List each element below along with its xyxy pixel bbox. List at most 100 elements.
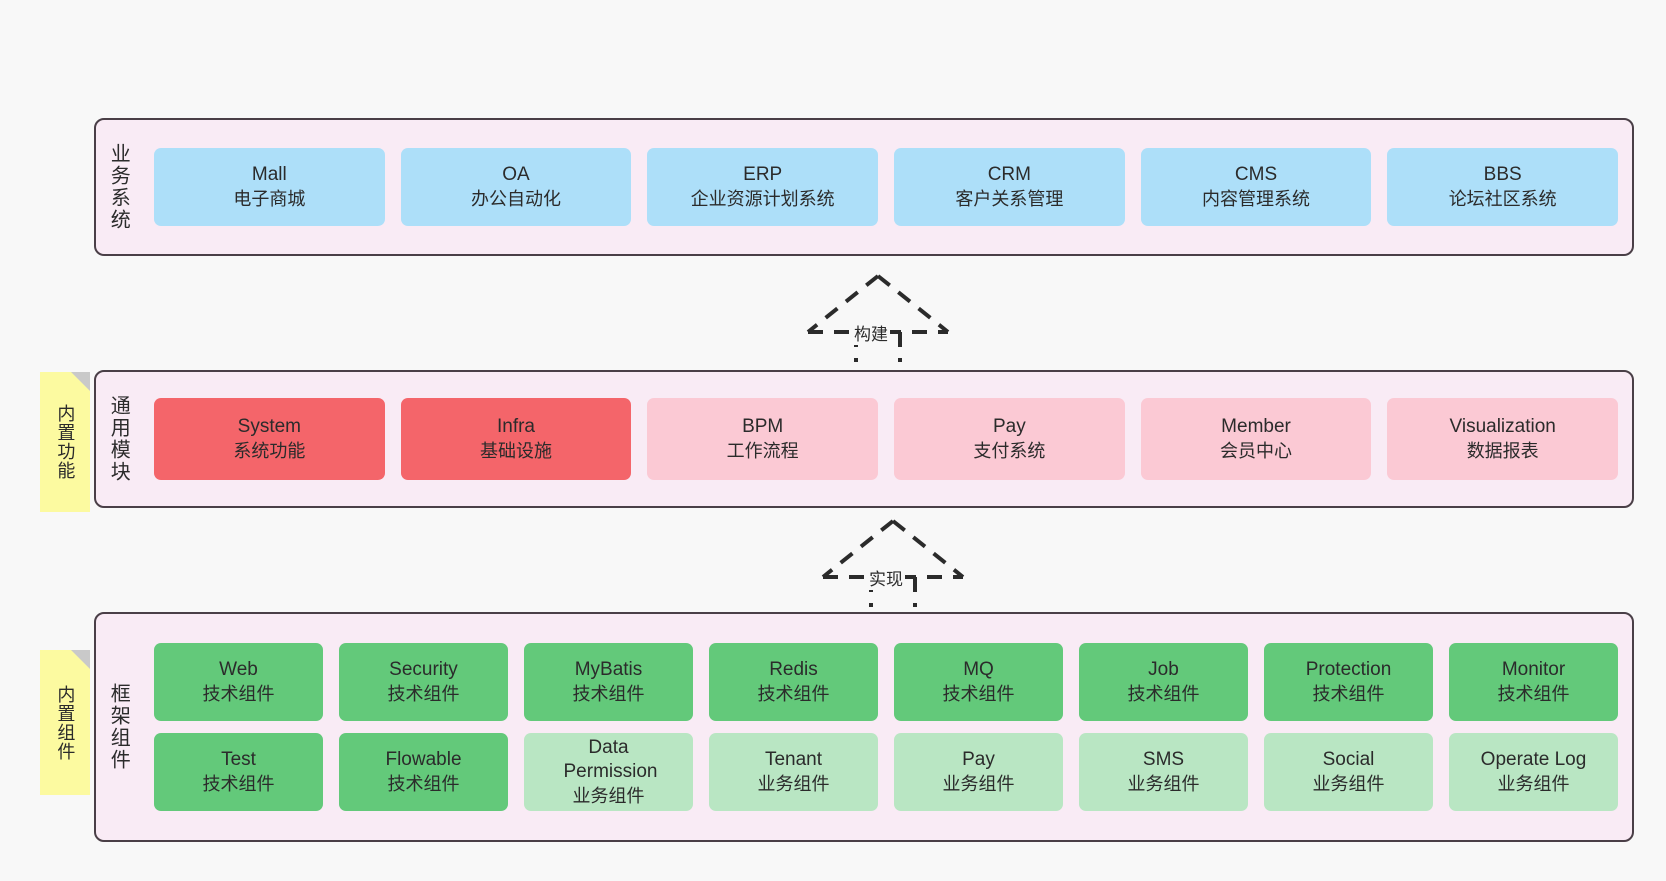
card-title: SMS <box>1142 749 1185 771</box>
common-modules-card-row: System 系统功能 Infra 基础设施 BPM 工作流程 Pay 支付系统… <box>140 372 1632 506</box>
card-monitor[interactable]: Monitor 技术组件 <box>1449 643 1618 721</box>
layer-title-business-systems: 业务系统 <box>107 143 130 231</box>
arrow-label-implement: 实现 <box>867 565 905 590</box>
card-title: Member <box>1221 416 1291 438</box>
card-title: Pay <box>992 416 1026 438</box>
card-title: CRM <box>987 164 1031 186</box>
card-sms[interactable]: SMS 业务组件 <box>1079 733 1248 811</box>
layer-common-modules: 通用模块 System 系统功能 Infra 基础设施 BPM 工作流程 Pay… <box>94 370 1634 508</box>
card-crm[interactable]: CRM 客户关系管理 <box>894 148 1125 226</box>
card-erp[interactable]: ERP 企业资源计划系统 <box>647 148 879 226</box>
card-title: BPM <box>742 416 784 438</box>
business-systems-card-row: Mall 电子商城 OA 办公自动化 ERP 企业资源计划系统 CRM 客户关系… <box>140 120 1632 254</box>
card-subtitle: 技术组件 <box>1312 683 1385 704</box>
card-subtitle: 业务组件 <box>572 785 645 806</box>
card-title: Data Permission <box>563 737 658 783</box>
card-subtitle: 内容管理系统 <box>1202 188 1311 209</box>
arrow-label-build: 构建 <box>852 320 890 345</box>
card-web[interactable]: Web 技术组件 <box>154 643 323 721</box>
folded-corner-icon <box>71 372 90 391</box>
card-redis[interactable]: Redis 技术组件 <box>709 643 878 721</box>
card-title: BBS <box>1483 164 1522 186</box>
card-member[interactable]: Member 会员中心 <box>1140 398 1372 480</box>
card-title: Security <box>389 659 458 681</box>
arrow-head-implement <box>821 519 965 579</box>
card-oa[interactable]: OA 办公自动化 <box>400 148 632 226</box>
card-protection[interactable]: Protection 技术组件 <box>1264 643 1433 721</box>
card-mall[interactable]: Mall 电子商城 <box>154 148 385 226</box>
folded-corner-icon <box>71 650 90 669</box>
layer-title-framework-components: 框架组件 <box>107 683 130 771</box>
card-title: Mall <box>251 164 287 186</box>
card-title: MQ <box>963 659 994 681</box>
card-title: Web <box>219 659 258 681</box>
card-pay-module[interactable]: Pay 支付系统 <box>894 398 1125 480</box>
card-subtitle: 论坛社区系统 <box>1448 188 1557 209</box>
card-social[interactable]: Social 业务组件 <box>1264 733 1433 811</box>
card-operate-log[interactable]: Operate Log 业务组件 <box>1449 733 1618 811</box>
card-subtitle: 技术组件 <box>942 683 1015 704</box>
card-title: Tenant <box>764 749 823 771</box>
card-title: OA <box>502 164 530 186</box>
card-subtitle: 会员中心 <box>1220 440 1293 461</box>
arrow-build: 构建 <box>800 272 956 362</box>
card-cms[interactable]: CMS 内容管理系统 <box>1140 148 1372 226</box>
framework-biz-row: Test 技术组件 Flowable 技术组件 Data Permission … <box>146 733 1626 811</box>
card-title: ERP <box>743 164 783 186</box>
card-bbs[interactable]: BBS 论坛社区系统 <box>1387 148 1619 226</box>
card-title: Monitor <box>1501 659 1566 681</box>
card-title: Social <box>1322 749 1375 771</box>
card-title: Job <box>1148 659 1179 681</box>
card-pay-component[interactable]: Pay 业务组件 <box>894 733 1063 811</box>
card-title: Infra <box>496 416 536 438</box>
card-data-permission[interactable]: Data Permission 业务组件 <box>524 733 693 811</box>
card-subtitle: 技术组件 <box>1127 683 1200 704</box>
card-tenant[interactable]: Tenant 业务组件 <box>709 733 878 811</box>
card-subtitle: 工作流程 <box>726 440 799 461</box>
card-subtitle: 业务组件 <box>757 773 830 794</box>
card-bpm[interactable]: BPM 工作流程 <box>647 398 879 480</box>
card-visualization[interactable]: Visualization 数据报表 <box>1387 398 1619 480</box>
card-subtitle: 业务组件 <box>1312 773 1385 794</box>
card-title: Protection <box>1305 659 1392 681</box>
card-mq[interactable]: MQ 技术组件 <box>894 643 1063 721</box>
card-title: MyBatis <box>574 659 643 681</box>
card-title: Operate Log <box>1480 749 1587 771</box>
card-subtitle: 技术组件 <box>387 683 460 704</box>
card-title: Visualization <box>1449 416 1556 438</box>
sticky-note-builtin-functions: 内置功能 <box>40 372 90 512</box>
card-mybatis[interactable]: MyBatis 技术组件 <box>524 643 693 721</box>
card-flowable[interactable]: Flowable 技术组件 <box>339 733 508 811</box>
card-subtitle: 技术组件 <box>387 773 460 794</box>
card-subtitle: 办公自动化 <box>471 188 561 209</box>
card-system[interactable]: System 系统功能 <box>154 398 385 480</box>
card-subtitle: 数据报表 <box>1466 440 1539 461</box>
framework-tech-row: Web 技术组件 Security 技术组件 MyBatis 技术组件 Redi… <box>146 643 1626 721</box>
card-security[interactable]: Security 技术组件 <box>339 643 508 721</box>
card-title: CMS <box>1234 164 1278 186</box>
card-subtitle: 技术组件 <box>202 683 275 704</box>
card-test[interactable]: Test 技术组件 <box>154 733 323 811</box>
card-subtitle: 业务组件 <box>1127 773 1200 794</box>
framework-components-body: Web 技术组件 Security 技术组件 MyBatis 技术组件 Redi… <box>140 614 1632 840</box>
card-subtitle: 技术组件 <box>1497 683 1570 704</box>
card-subtitle: 业务组件 <box>1497 773 1570 794</box>
layer-title-common-modules: 通用模块 <box>107 395 130 483</box>
card-job[interactable]: Job 技术组件 <box>1079 643 1248 721</box>
card-title: Redis <box>769 659 818 681</box>
card-subtitle: 支付系统 <box>973 440 1046 461</box>
layer-framework-components: 框架组件 Web 技术组件 Security 技术组件 MyBatis 技术组件… <box>94 612 1634 842</box>
card-subtitle: 客户关系管理 <box>955 188 1064 209</box>
card-subtitle: 基础设施 <box>480 440 552 461</box>
card-subtitle: 技术组件 <box>572 683 645 704</box>
sticky-label: 内置组件 <box>55 684 76 761</box>
card-title: Test <box>221 749 256 771</box>
sticky-note-builtin-components: 内置组件 <box>40 650 90 795</box>
card-subtitle: 技术组件 <box>202 773 275 794</box>
card-subtitle: 企业资源计划系统 <box>690 188 835 209</box>
card-title: Flowable <box>385 749 462 771</box>
arrow-head-build <box>806 274 950 334</box>
card-subtitle: 系统功能 <box>233 440 306 461</box>
card-infra[interactable]: Infra 基础设施 <box>400 398 632 480</box>
